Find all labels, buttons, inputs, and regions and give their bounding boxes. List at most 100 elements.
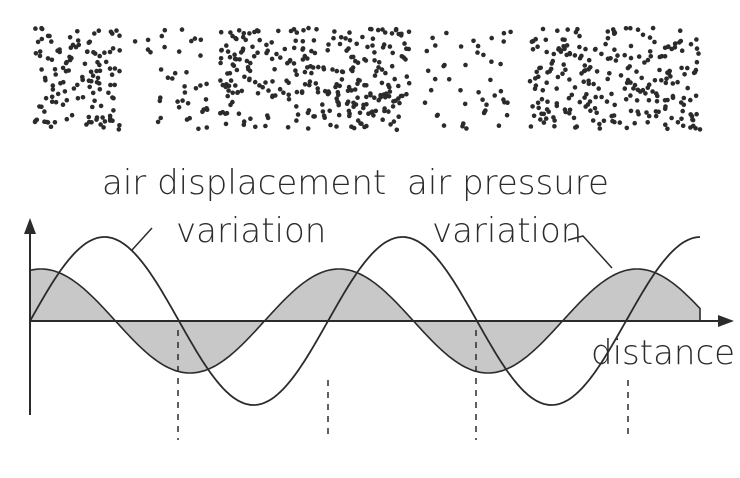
- air-particle: [316, 64, 321, 70]
- air-particle: [540, 26, 546, 32]
- air-particle: [611, 31, 617, 36]
- air-particle: [45, 56, 51, 61]
- air-particle: [92, 31, 97, 36]
- air-particle: [242, 74, 247, 80]
- air-particle: [299, 89, 305, 94]
- air-particle: [347, 113, 352, 119]
- air-particle: [535, 44, 540, 49]
- air-particle: [504, 112, 510, 118]
- air-particle: [223, 121, 229, 127]
- air-particle: [435, 112, 441, 118]
- air-particle: [192, 36, 198, 41]
- air-particle: [498, 61, 503, 67]
- air-particle: [650, 89, 655, 94]
- air-particle: [80, 74, 85, 80]
- air-particle: [287, 59, 293, 64]
- air-particle: [309, 48, 314, 54]
- air-particle: [247, 76, 252, 82]
- air-particle: [529, 39, 535, 44]
- air-particle: [91, 50, 96, 55]
- air-particle: [252, 29, 257, 35]
- air-particle: [338, 35, 344, 40]
- air-particle: [198, 83, 203, 88]
- air-particle: [97, 62, 102, 68]
- air-particle: [386, 109, 391, 114]
- air-particle: [376, 60, 382, 65]
- air-particle: [596, 86, 601, 91]
- air-particle: [406, 80, 412, 86]
- air-particle: [543, 37, 549, 43]
- air-particle: [331, 35, 336, 41]
- air-particle: [218, 60, 223, 66]
- air-particle: [347, 30, 352, 35]
- air-particle: [612, 102, 617, 108]
- air-particle: [380, 117, 386, 122]
- air-particle: [688, 112, 693, 117]
- air-particle: [307, 79, 313, 84]
- air-particle: [302, 82, 308, 87]
- air-particle: [227, 54, 233, 60]
- air-particle: [396, 83, 401, 89]
- air-particle: [370, 109, 375, 114]
- air-particle: [344, 101, 350, 106]
- air-particle: [39, 36, 45, 42]
- air-particle: [579, 71, 584, 76]
- air-particle: [233, 83, 238, 88]
- air-particle: [117, 33, 122, 38]
- air-particle: [650, 25, 656, 31]
- air-particle: [362, 57, 367, 62]
- air-particle: [527, 78, 533, 84]
- air-particle: [364, 102, 369, 107]
- pressure-label-line1: air pressure: [407, 163, 609, 203]
- air-particle: [605, 29, 611, 34]
- air-particle: [575, 26, 580, 32]
- air-particle: [352, 87, 358, 92]
- pressure-leader-line: [567, 235, 613, 269]
- air-particle: [632, 120, 637, 126]
- air-particle: [90, 73, 96, 78]
- air-particle: [550, 58, 556, 64]
- air-particle: [286, 92, 292, 98]
- air-particle: [381, 42, 387, 47]
- air-particle: [346, 84, 352, 90]
- air-particle: [114, 28, 119, 33]
- air-particle: [117, 48, 122, 53]
- air-particle: [642, 60, 647, 65]
- air-particle: [305, 126, 311, 131]
- air-particle: [265, 115, 271, 121]
- air-particle: [228, 30, 233, 35]
- air-particle: [256, 29, 261, 34]
- air-particle: [255, 50, 260, 55]
- air-particle: [663, 122, 668, 127]
- air-particle: [312, 50, 318, 56]
- displacement-variation-curve: [29, 236, 701, 406]
- air-particle: [364, 83, 369, 88]
- air-particle: [545, 99, 550, 104]
- air-particle: [628, 25, 633, 31]
- air-particle: [37, 53, 43, 59]
- air-particle: [370, 43, 375, 48]
- air-particle: [97, 68, 103, 74]
- air-particle: [366, 111, 371, 116]
- air-particle: [489, 59, 494, 64]
- air-particle: [66, 68, 71, 73]
- air-particle: [681, 95, 687, 101]
- air-particle: [390, 104, 396, 109]
- air-particle: [672, 41, 678, 47]
- air-particle: [618, 73, 624, 78]
- air-particle: [241, 119, 247, 124]
- air-particle: [675, 120, 681, 125]
- air-particle: [57, 49, 62, 55]
- air-particle: [458, 44, 464, 49]
- air-particle: [107, 49, 113, 55]
- air-particle: [679, 48, 685, 53]
- air-particle: [539, 96, 545, 102]
- air-particle: [239, 88, 245, 94]
- air-particle: [567, 111, 572, 116]
- air-particle: [162, 27, 168, 33]
- air-particle: [446, 77, 452, 82]
- air-particle: [321, 113, 327, 119]
- air-particle: [679, 116, 684, 122]
- air-particle: [492, 93, 498, 98]
- air-particle: [294, 89, 300, 95]
